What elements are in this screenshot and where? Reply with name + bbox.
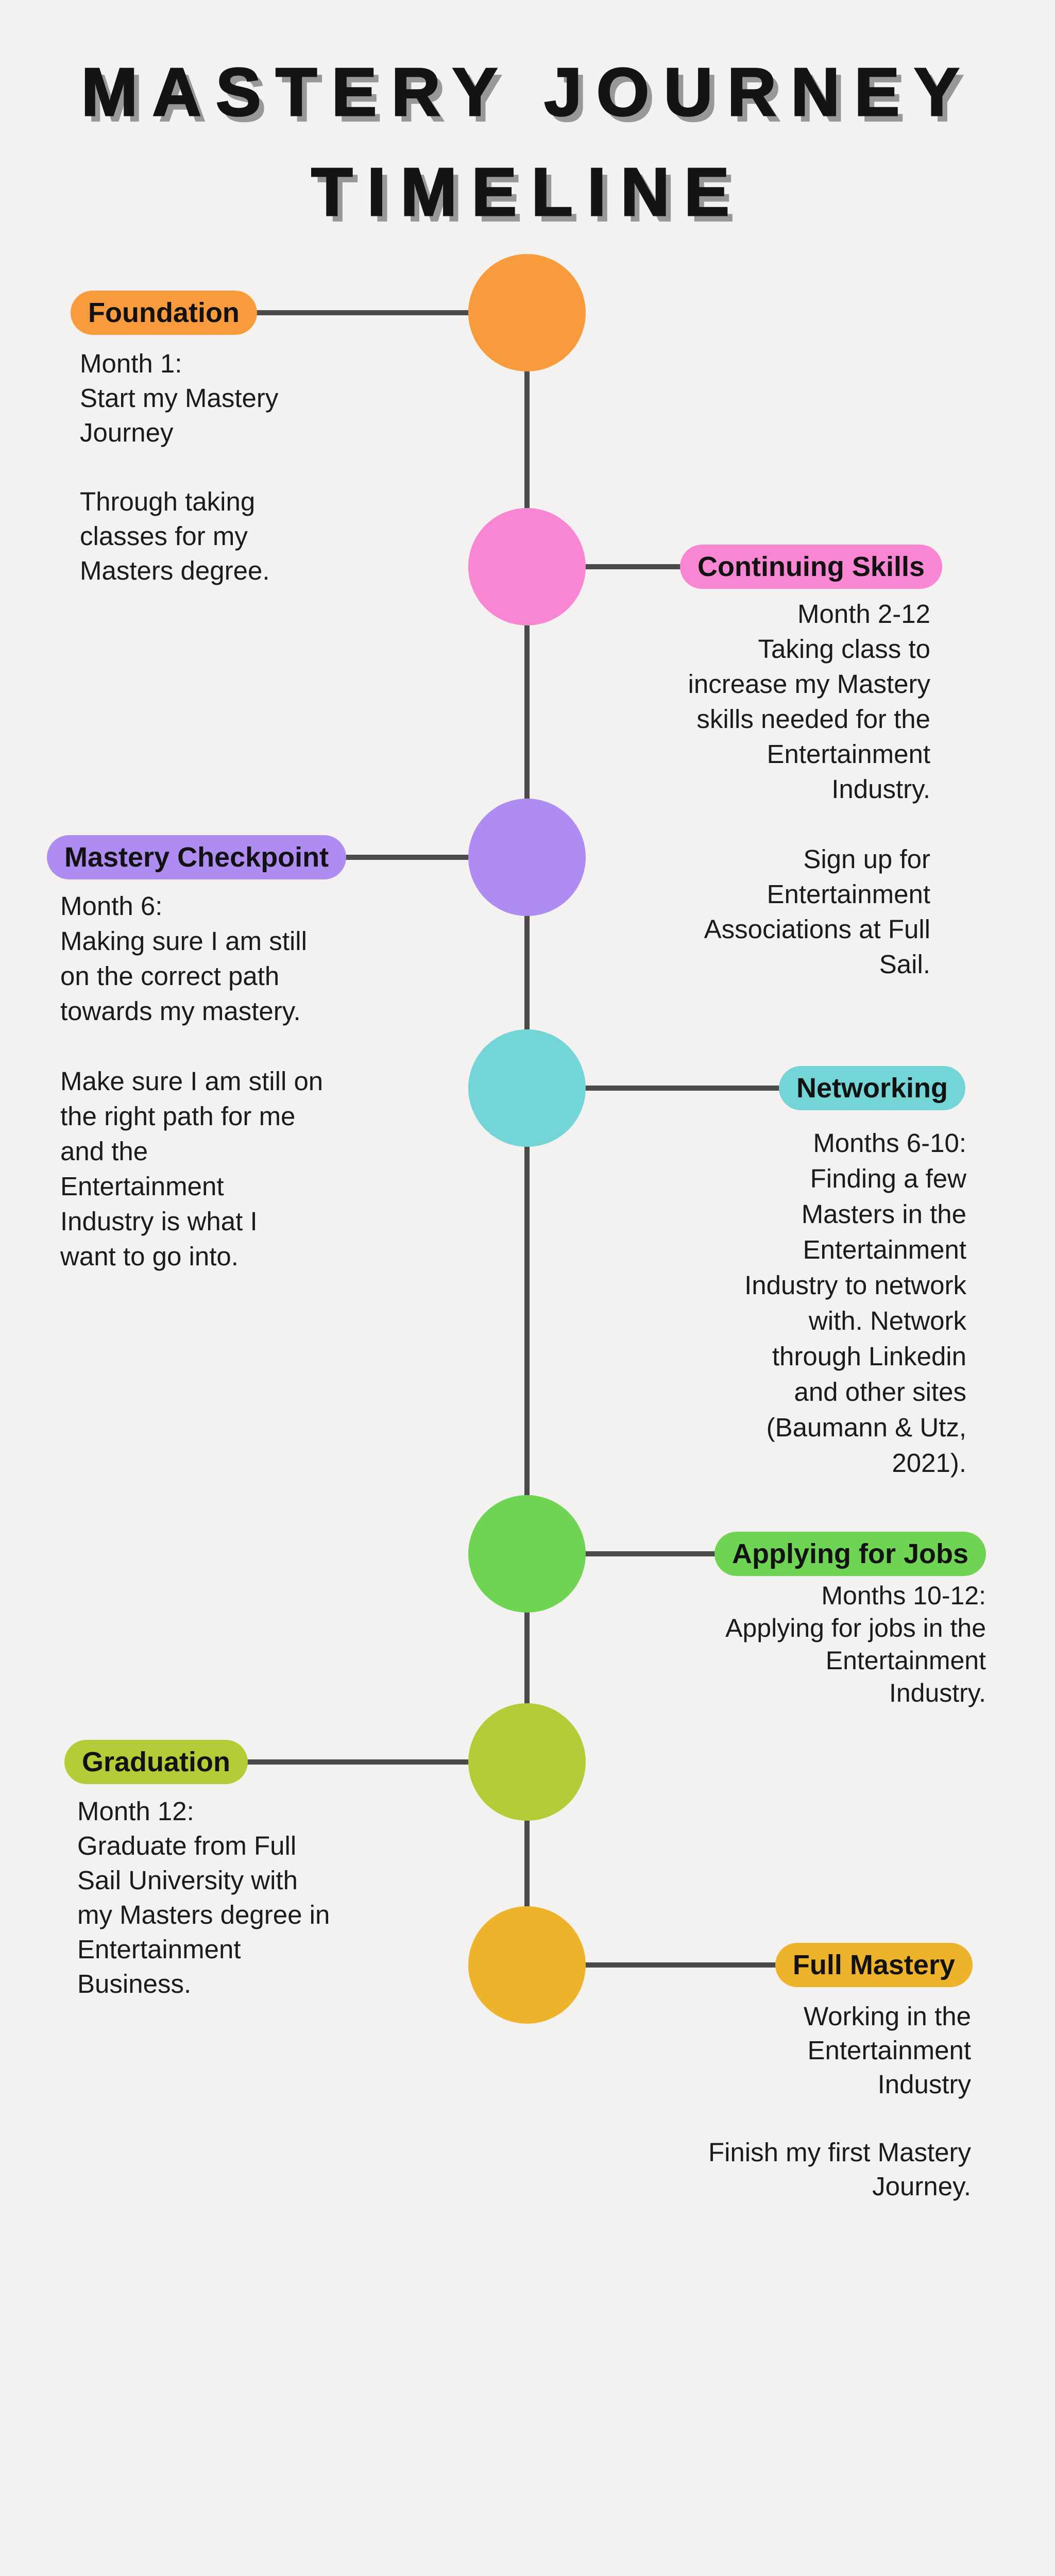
connector-line-applying-for-jobs [527, 1551, 759, 1556]
connector-line-foundation [165, 310, 527, 315]
milestone-description-full-mastery: Working in the Entertainment Industry Fi… [708, 2002, 971, 2201]
milestone-label-graduation: Graduation [64, 1740, 248, 1784]
timeline-node-foundation [468, 254, 586, 371]
timeline-node-networking [468, 1029, 586, 1147]
milestone-description-applying-for-jobs: Months 10-12: Applying for jobs in the E… [725, 1581, 986, 1707]
page-title: MASTERY JOURNEY TIMELINE [80, 54, 974, 231]
milestone-label-foundation: Foundation [71, 291, 257, 335]
timeline-node-continuing-skills [468, 508, 586, 625]
connector-line-continuing-skills [527, 564, 733, 569]
milestone-description-networking: Months 6-10: Finding a few Masters in th… [744, 1128, 966, 1478]
milestone-label-full-mastery: Full Mastery [775, 1943, 973, 1987]
milestone-description-graduation: Month 12: Graduate from Full Sail Univer… [77, 1797, 330, 1998]
timeline-node-full-mastery [468, 1906, 586, 2024]
milestone-description-mastery-checkpoint: Month 6: Making sure I am still on the c… [60, 891, 324, 1271]
connector-line-networking [527, 1086, 815, 1091]
milestone-label-applying-for-jobs: Applying for Jobs [714, 1532, 986, 1576]
timeline-node-graduation [468, 1703, 586, 1821]
timeline-node-applying-for-jobs [468, 1495, 586, 1613]
milestone-description-foundation: Month 1: Start my Mastery Journey Throug… [80, 349, 279, 585]
milestone-label-networking: Networking [778, 1066, 965, 1110]
timeline-node-mastery-checkpoint [468, 799, 586, 916]
connector-line-graduation [165, 1759, 527, 1765]
milestone-label-mastery-checkpoint: Mastery Checkpoint [47, 835, 347, 879]
milestone-label-continuing-skills: Continuing Skills [680, 545, 942, 589]
connector-line-full-mastery [527, 1962, 815, 1968]
milestone-description-continuing-skills: Month 2-12 Taking class to increase my M… [688, 599, 930, 979]
